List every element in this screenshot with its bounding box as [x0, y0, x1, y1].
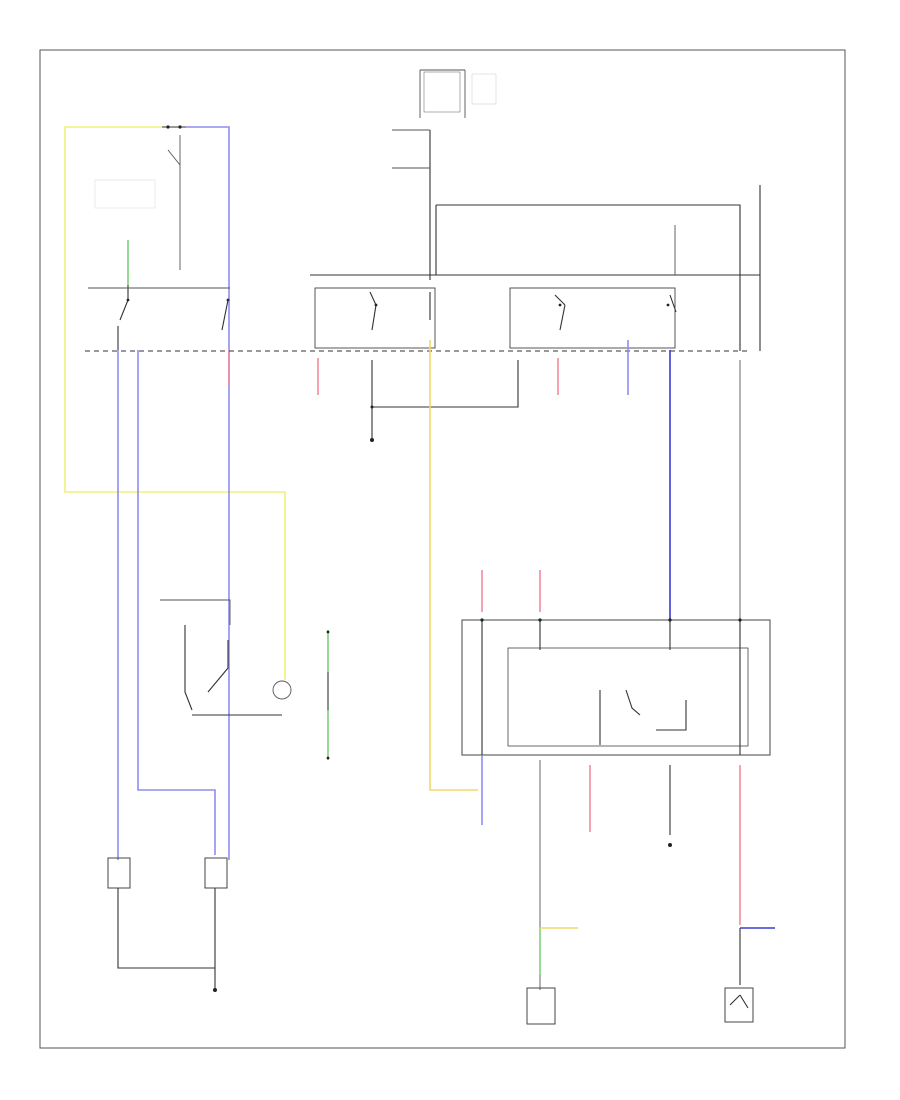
left-lower-circuit	[107, 350, 330, 992]
left-switch-circuit	[64, 125, 286, 860]
control-unit-outputs	[481, 755, 775, 1025]
center-switch-cluster	[310, 185, 761, 351]
fuse-block-top	[392, 69, 497, 280]
diagram-frame	[39, 49, 846, 1049]
control-unit	[461, 570, 771, 756]
center-lower-wires	[317, 340, 741, 791]
